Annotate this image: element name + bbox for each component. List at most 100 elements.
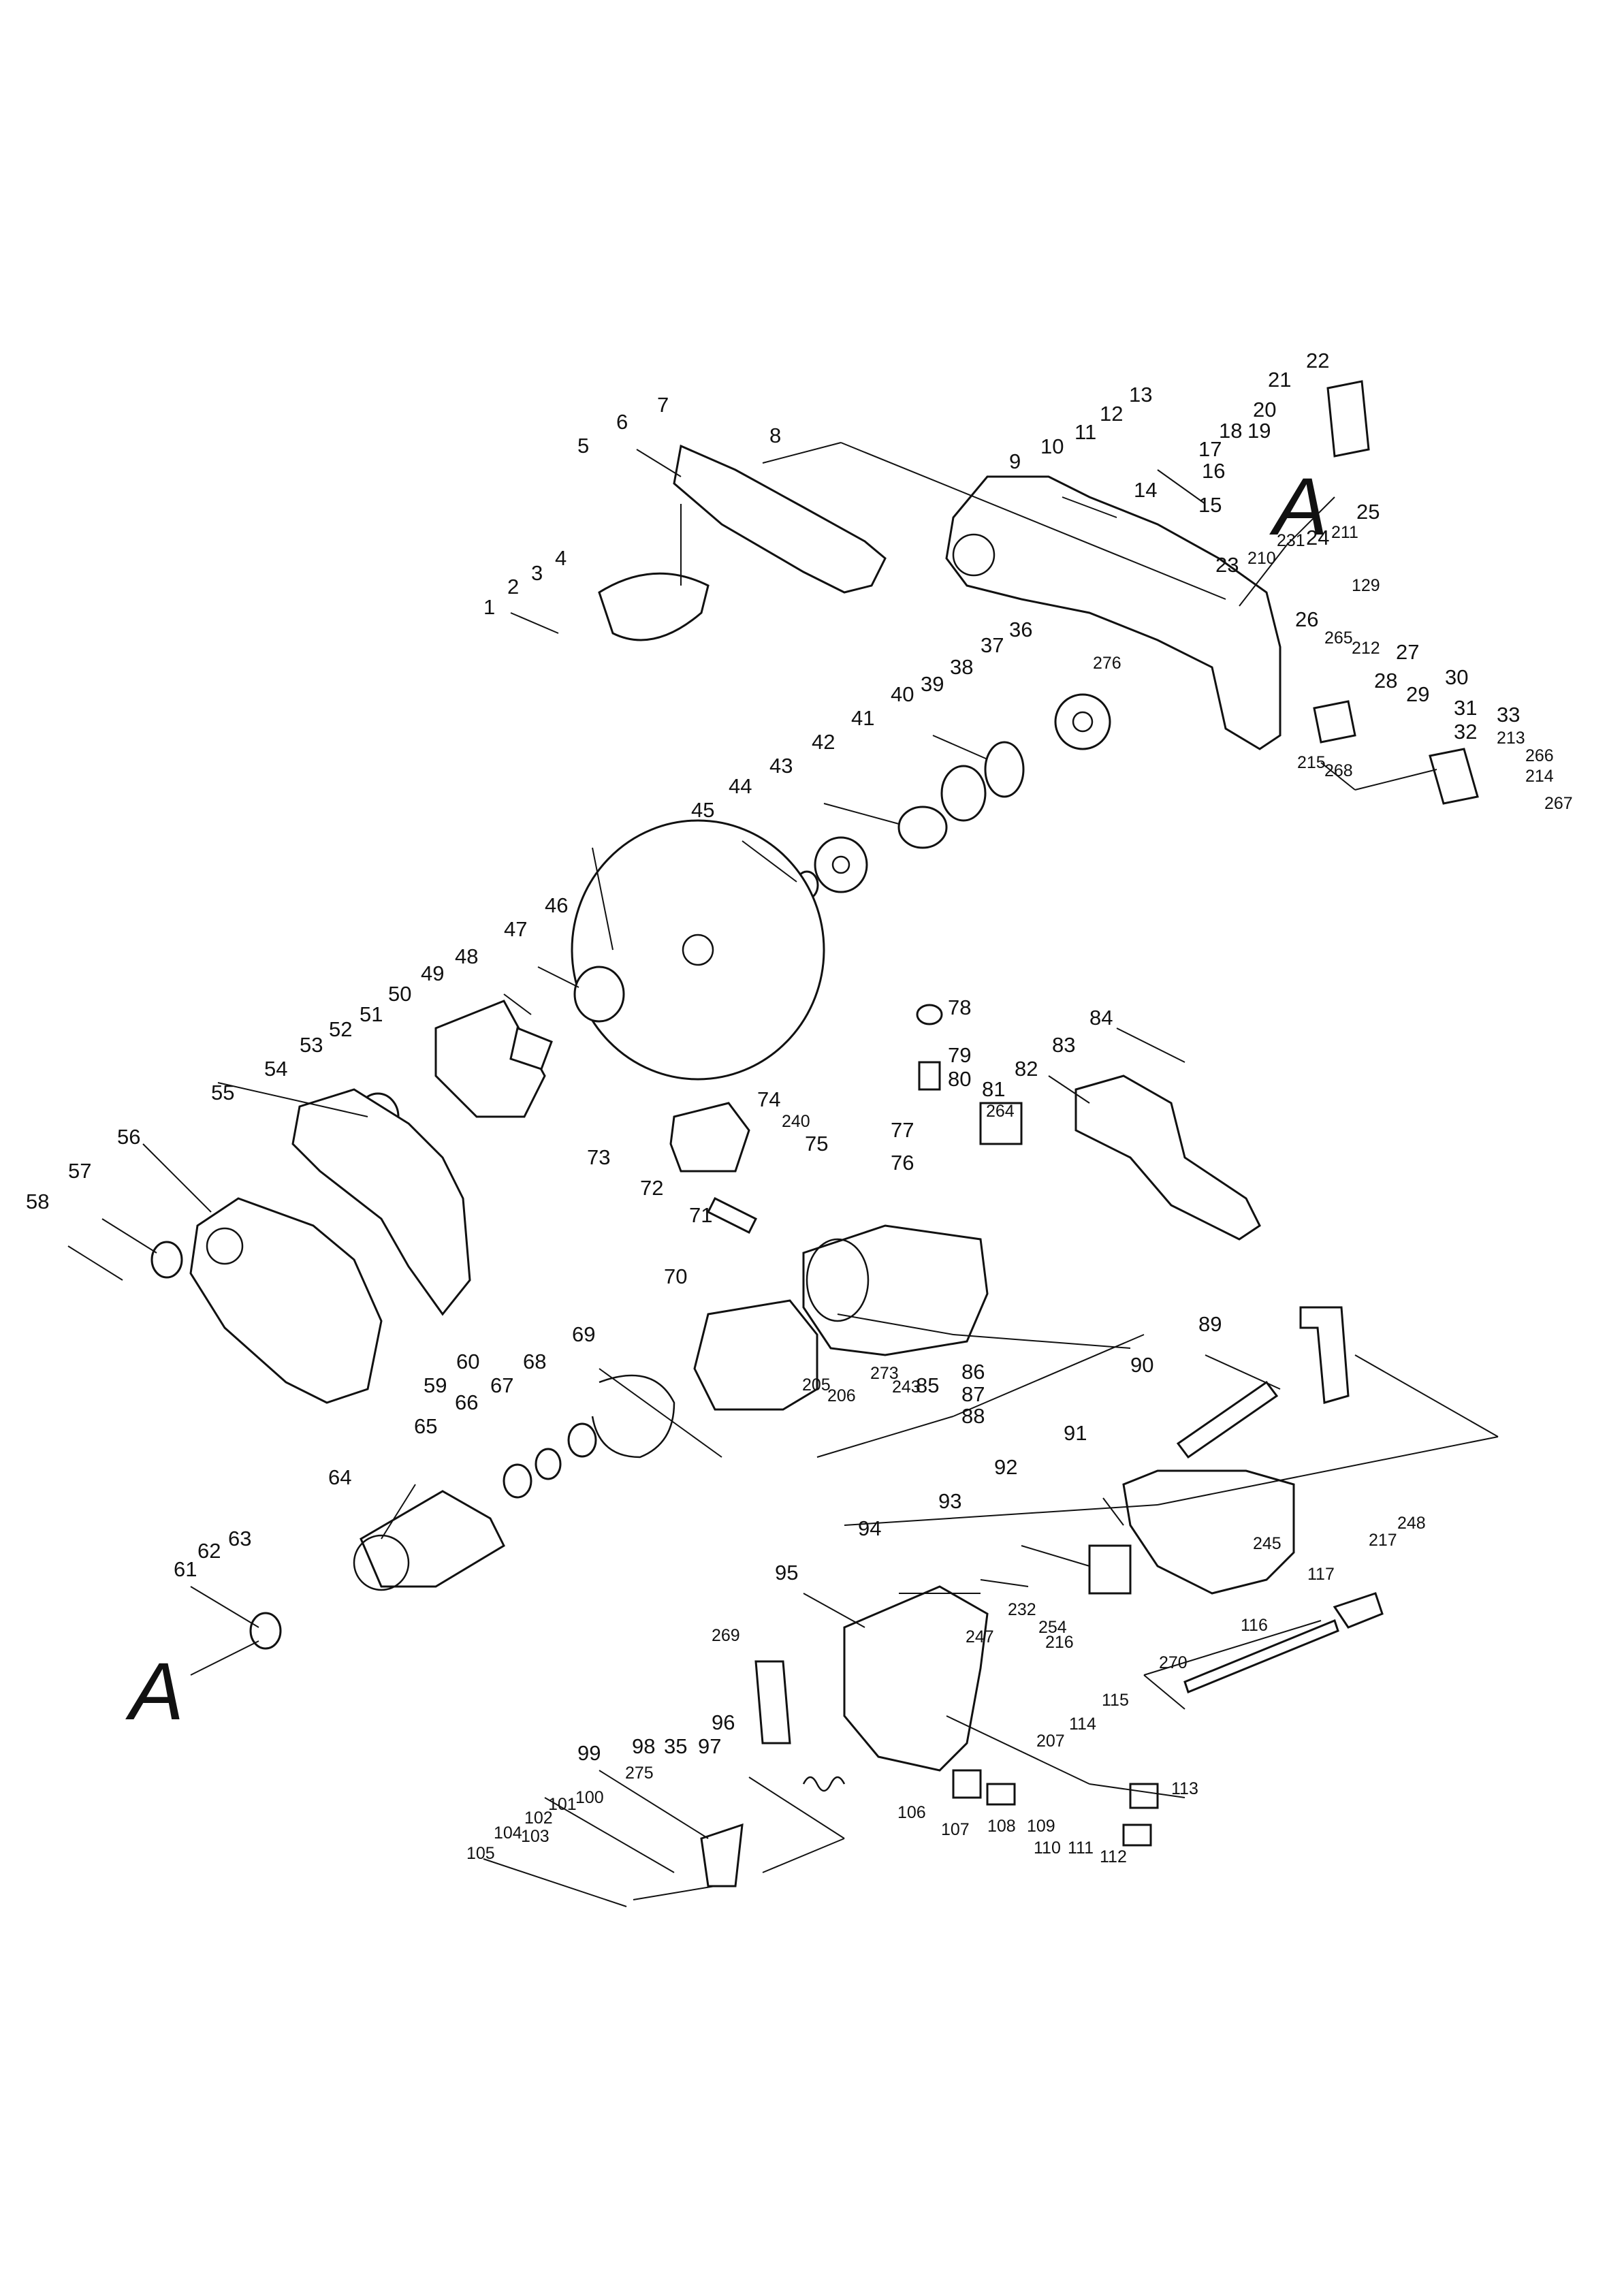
leader: [1116, 1027, 1185, 1063]
part-label-57: 57: [68, 1159, 91, 1183]
part-label-231: 231: [1277, 531, 1305, 550]
part-label-68: 68: [523, 1350, 546, 1373]
leader: [1021, 1545, 1090, 1567]
part-label-27: 27: [1396, 640, 1419, 664]
leader: [510, 612, 559, 634]
part-label-51: 51: [360, 1002, 383, 1026]
part-label-109: 109: [1027, 1817, 1055, 1836]
part-label-49: 49: [421, 961, 444, 985]
part-label-12: 12: [1100, 402, 1123, 426]
leader: [762, 442, 842, 464]
guard-plate: [598, 572, 710, 641]
part-label-8: 8: [769, 424, 781, 447]
leader: [1089, 1783, 1185, 1798]
part-shapes: [150, 380, 1479, 1887]
part-label-97: 97: [698, 1734, 721, 1758]
part-label-24: 24: [1306, 526, 1329, 549]
block-106: [952, 1769, 982, 1799]
leader: [953, 1334, 1131, 1349]
upper-guard-cover: [673, 444, 887, 594]
leader: [823, 803, 899, 825]
part-label-43: 43: [769, 754, 793, 778]
part-label-32: 32: [1454, 720, 1477, 744]
part-label-20: 20: [1253, 398, 1276, 421]
part-label-110: 110: [1034, 1838, 1061, 1858]
section-marker-a-bottom: A: [125, 1646, 184, 1737]
leader: [980, 1579, 1029, 1587]
leader: [953, 1334, 1145, 1417]
washer-57: [150, 1241, 183, 1279]
bearing-retainer-41: [940, 765, 987, 822]
part-label-31: 31: [1454, 696, 1477, 720]
part-label-129: 129: [1352, 576, 1380, 595]
part-label-65: 65: [414, 1414, 437, 1438]
part-label-41: 41: [851, 706, 874, 730]
leader: [190, 1586, 259, 1628]
part-label-6: 6: [616, 410, 628, 434]
leader: [762, 1838, 845, 1873]
part-label-76: 76: [891, 1151, 914, 1175]
part-label-39: 39: [921, 672, 944, 696]
bracket-269: [754, 1660, 791, 1745]
part-label-90: 90: [1130, 1353, 1153, 1377]
part-label-26: 26: [1295, 607, 1318, 631]
part-label-212: 212: [1352, 639, 1380, 658]
part-label-248: 248: [1397, 1514, 1426, 1533]
saw-blade: [571, 819, 825, 1081]
leader: [1320, 762, 1356, 791]
switch-lever-33: [1429, 748, 1479, 805]
part-label-88: 88: [961, 1404, 985, 1428]
part-label-103: 103: [521, 1827, 550, 1846]
part-label-115: 115: [1102, 1691, 1129, 1710]
part-label-40: 40: [891, 682, 914, 706]
part-label-91: 91: [1064, 1421, 1087, 1445]
part-label-104: 104: [494, 1823, 522, 1843]
lever-48: [509, 1026, 553, 1070]
motor-housing: [802, 1224, 989, 1356]
part-label-63: 63: [228, 1527, 251, 1550]
armature: [360, 1490, 505, 1588]
leader: [1102, 1497, 1124, 1526]
lever-117: [1333, 1592, 1384, 1629]
part-label-64: 64: [328, 1465, 351, 1489]
brush-cap-78: [916, 1004, 943, 1025]
part-label-52: 52: [329, 1017, 352, 1041]
leader: [1157, 469, 1206, 505]
armature-fan: [353, 1534, 410, 1591]
part-label-87: 87: [961, 1382, 985, 1406]
part-label-113: 113: [1171, 1779, 1198, 1798]
part-label-98: 98: [632, 1734, 655, 1758]
part-label-211: 211: [1331, 523, 1358, 542]
leader: [142, 1143, 212, 1213]
lever-plate: [700, 1823, 744, 1887]
part-label-44: 44: [729, 774, 752, 798]
leader: [636, 449, 682, 477]
leader: [803, 1593, 865, 1628]
cover-hub: [206, 1227, 244, 1265]
part-label-94: 94: [858, 1516, 881, 1540]
switch-box-27: [1313, 700, 1356, 744]
part-label-58: 58: [26, 1190, 49, 1213]
part-label-102: 102: [524, 1809, 553, 1828]
part-label-53: 53: [300, 1033, 323, 1057]
part-label-112: 112: [1100, 1847, 1127, 1866]
part-label-47: 47: [504, 917, 527, 941]
part-label-79: 79: [948, 1043, 971, 1067]
flange-hole: [831, 855, 850, 874]
part-label-29: 29: [1406, 682, 1429, 706]
part-label-22: 22: [1306, 349, 1329, 372]
grip-91: [1122, 1469, 1295, 1595]
part-label-59: 59: [424, 1373, 447, 1397]
bearing-65: [503, 1463, 532, 1499]
part-label-18: 18: [1219, 419, 1242, 443]
part-label-66: 66: [455, 1390, 478, 1414]
part-label-71: 71: [689, 1203, 712, 1227]
part-label-95: 95: [775, 1561, 798, 1584]
leader: [1143, 1620, 1322, 1676]
leader: [1354, 1354, 1499, 1437]
part-label-1: 1: [483, 595, 495, 619]
part-label-216: 216: [1045, 1633, 1074, 1652]
part-label-243: 243: [892, 1377, 921, 1397]
part-label-96: 96: [712, 1710, 735, 1734]
part-label-83: 83: [1052, 1033, 1075, 1057]
